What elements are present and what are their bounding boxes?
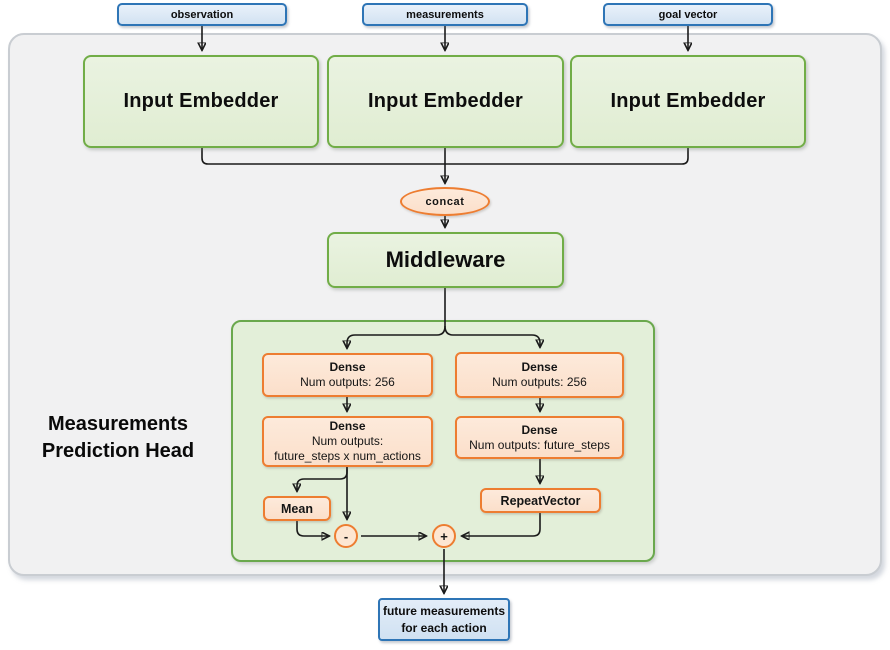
embedder-label: Input Embedder [123, 90, 279, 112]
input-label: measurements [406, 8, 484, 21]
concat-node: concat [400, 187, 490, 216]
minus-operator-node: - [334, 524, 358, 548]
output-label-line2: for each action [401, 620, 487, 635]
dense-subtitle: Num outputs: [311, 434, 384, 448]
embedder-label: Input Embedder [367, 90, 524, 112]
dense-title: Dense [329, 419, 366, 433]
input-node-observation: observation [117, 3, 287, 26]
output-label-line1: future measurements [382, 603, 506, 618]
input-embedder-2: Input Embedder [327, 55, 564, 148]
embedder-label: Input Embedder [610, 90, 766, 112]
repeat-vector-node: RepeatVector [480, 488, 601, 513]
head-title-line2: Prediction Head [41, 440, 195, 462]
dense-subtitle: Num outputs: 256 [492, 375, 587, 389]
dense-subtitle2: future_steps x num_actions [274, 449, 421, 463]
input-node-goal-vector: goal vector [603, 3, 773, 26]
mean-label: Mean [281, 501, 313, 516]
head-title: Measurements Prediction Head [18, 411, 218, 465]
dense-right-1: Dense Num outputs: 256 [455, 352, 624, 398]
dense-right-2: Dense Num outputs: future_steps [455, 416, 624, 459]
plus-label: + [440, 528, 448, 544]
repeat-vector-label: RepeatVector [500, 493, 581, 508]
input-label: goal vector [658, 8, 718, 21]
concat-label: concat [425, 195, 465, 208]
input-node-measurements: measurements [362, 3, 528, 26]
dense-title: Dense [329, 360, 366, 374]
middleware-label: Middleware [385, 247, 506, 272]
plus-operator-node: + [432, 524, 456, 548]
dense-subtitle: Num outputs: 256 [300, 375, 395, 389]
dense-title: Dense [521, 422, 558, 437]
minus-label: - [343, 528, 349, 544]
input-embedder-3: Input Embedder [570, 55, 806, 148]
input-label: observation [170, 8, 234, 21]
input-embedder-1: Input Embedder [83, 55, 319, 148]
dense-subtitle: Num outputs: future_steps [469, 437, 610, 452]
middleware-node: Middleware [327, 232, 564, 288]
head-title-line1: Measurements [47, 413, 189, 435]
mean-node: Mean [263, 496, 331, 521]
dense-left-1: Dense Num outputs: 256 [262, 353, 433, 397]
dense-left-2: Dense Num outputs: future_steps x num_ac… [262, 416, 433, 467]
output-node: future measurements for each action [378, 598, 510, 641]
dense-title: Dense [521, 360, 558, 374]
